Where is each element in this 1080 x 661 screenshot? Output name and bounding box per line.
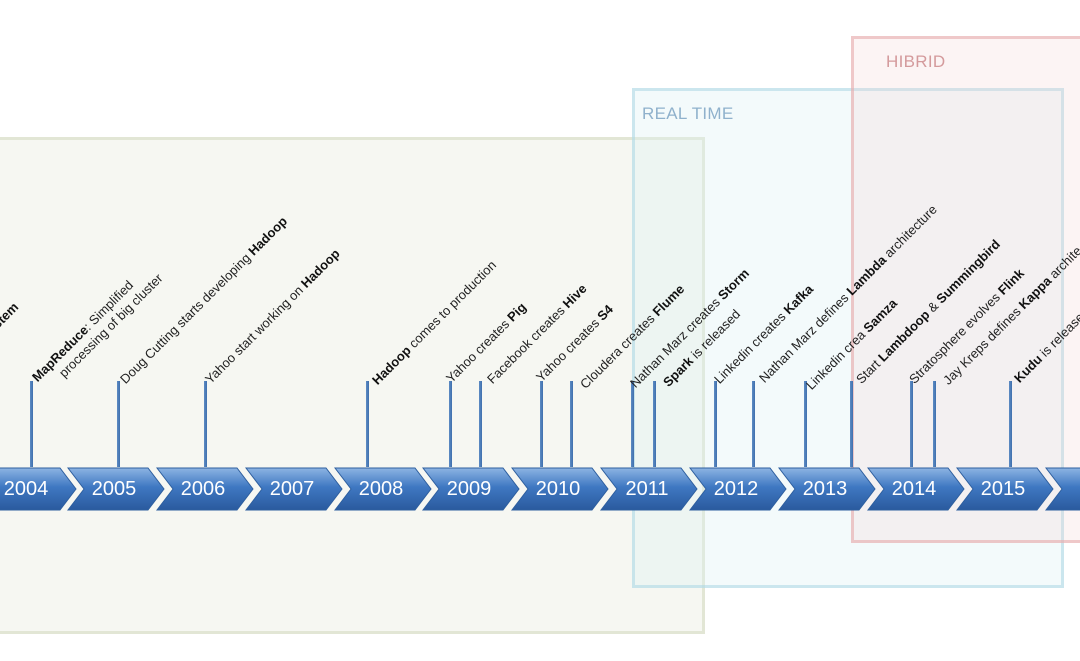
event-tick-s4 xyxy=(540,381,543,467)
event-tick-spark xyxy=(653,381,656,467)
year-chevron-2005: 2005 xyxy=(66,467,165,511)
event-tick-flink xyxy=(910,381,913,467)
year-label: 2010 xyxy=(535,478,581,500)
year-chevron-2010: 2010 xyxy=(510,467,609,511)
year-label: 2012 xyxy=(713,478,759,500)
year-label: 2004 xyxy=(3,478,49,500)
year-chevron-2015: 2015 xyxy=(955,467,1054,511)
year-chevron-2012: 2012 xyxy=(688,467,787,511)
year-label: 2007 xyxy=(269,478,315,500)
year-chevron-2008: 2008 xyxy=(333,467,432,511)
year-label: 2008 xyxy=(358,478,404,500)
year-label: 2009 xyxy=(446,478,492,500)
event-tick-flume xyxy=(570,381,573,467)
year-label: 2005 xyxy=(91,478,137,500)
year-chevron-2011: 2011 xyxy=(599,467,698,511)
year-label: 2006 xyxy=(180,478,226,500)
year-chevron-2009: 2009 xyxy=(421,467,520,511)
year-label: 2011 xyxy=(625,478,669,500)
event-tick-summingbird xyxy=(850,381,853,467)
year-chevron-2006: 2006 xyxy=(155,467,254,511)
event-tick-kappa xyxy=(933,381,936,467)
event-tick-lambda xyxy=(752,381,755,467)
year-label: 2015 xyxy=(980,478,1026,500)
event-tick-yahoo-hadoop xyxy=(204,381,207,467)
event-tick-kudu xyxy=(1009,381,1012,467)
year-chevron-2013: 2013 xyxy=(777,467,876,511)
year-label: 2014 xyxy=(891,478,937,500)
event-tick-kafka xyxy=(714,381,717,467)
event-tick-cutting xyxy=(117,381,120,467)
event-tick-samza xyxy=(804,381,807,467)
realtime-label: REAL TIME xyxy=(642,104,734,123)
hybrid-era-region xyxy=(851,36,1080,543)
batch-era-region xyxy=(0,137,705,634)
event-tick-hadoop-prod xyxy=(366,381,369,467)
year-chevron-2016 xyxy=(1044,467,1080,511)
event-tick-storm xyxy=(631,381,634,467)
event-tick-hive xyxy=(479,381,482,467)
year-label xyxy=(1044,467,1080,511)
event-tick-pig xyxy=(449,381,452,467)
year-chevron-2007: 2007 xyxy=(244,467,343,511)
event-tick-mapreduce xyxy=(30,381,33,467)
hybrid-label: HIBRID xyxy=(886,52,946,71)
year-chevron-2014: 2014 xyxy=(866,467,965,511)
year-chevron-2004: 2004 xyxy=(0,467,77,511)
year-label: 2013 xyxy=(802,478,848,500)
